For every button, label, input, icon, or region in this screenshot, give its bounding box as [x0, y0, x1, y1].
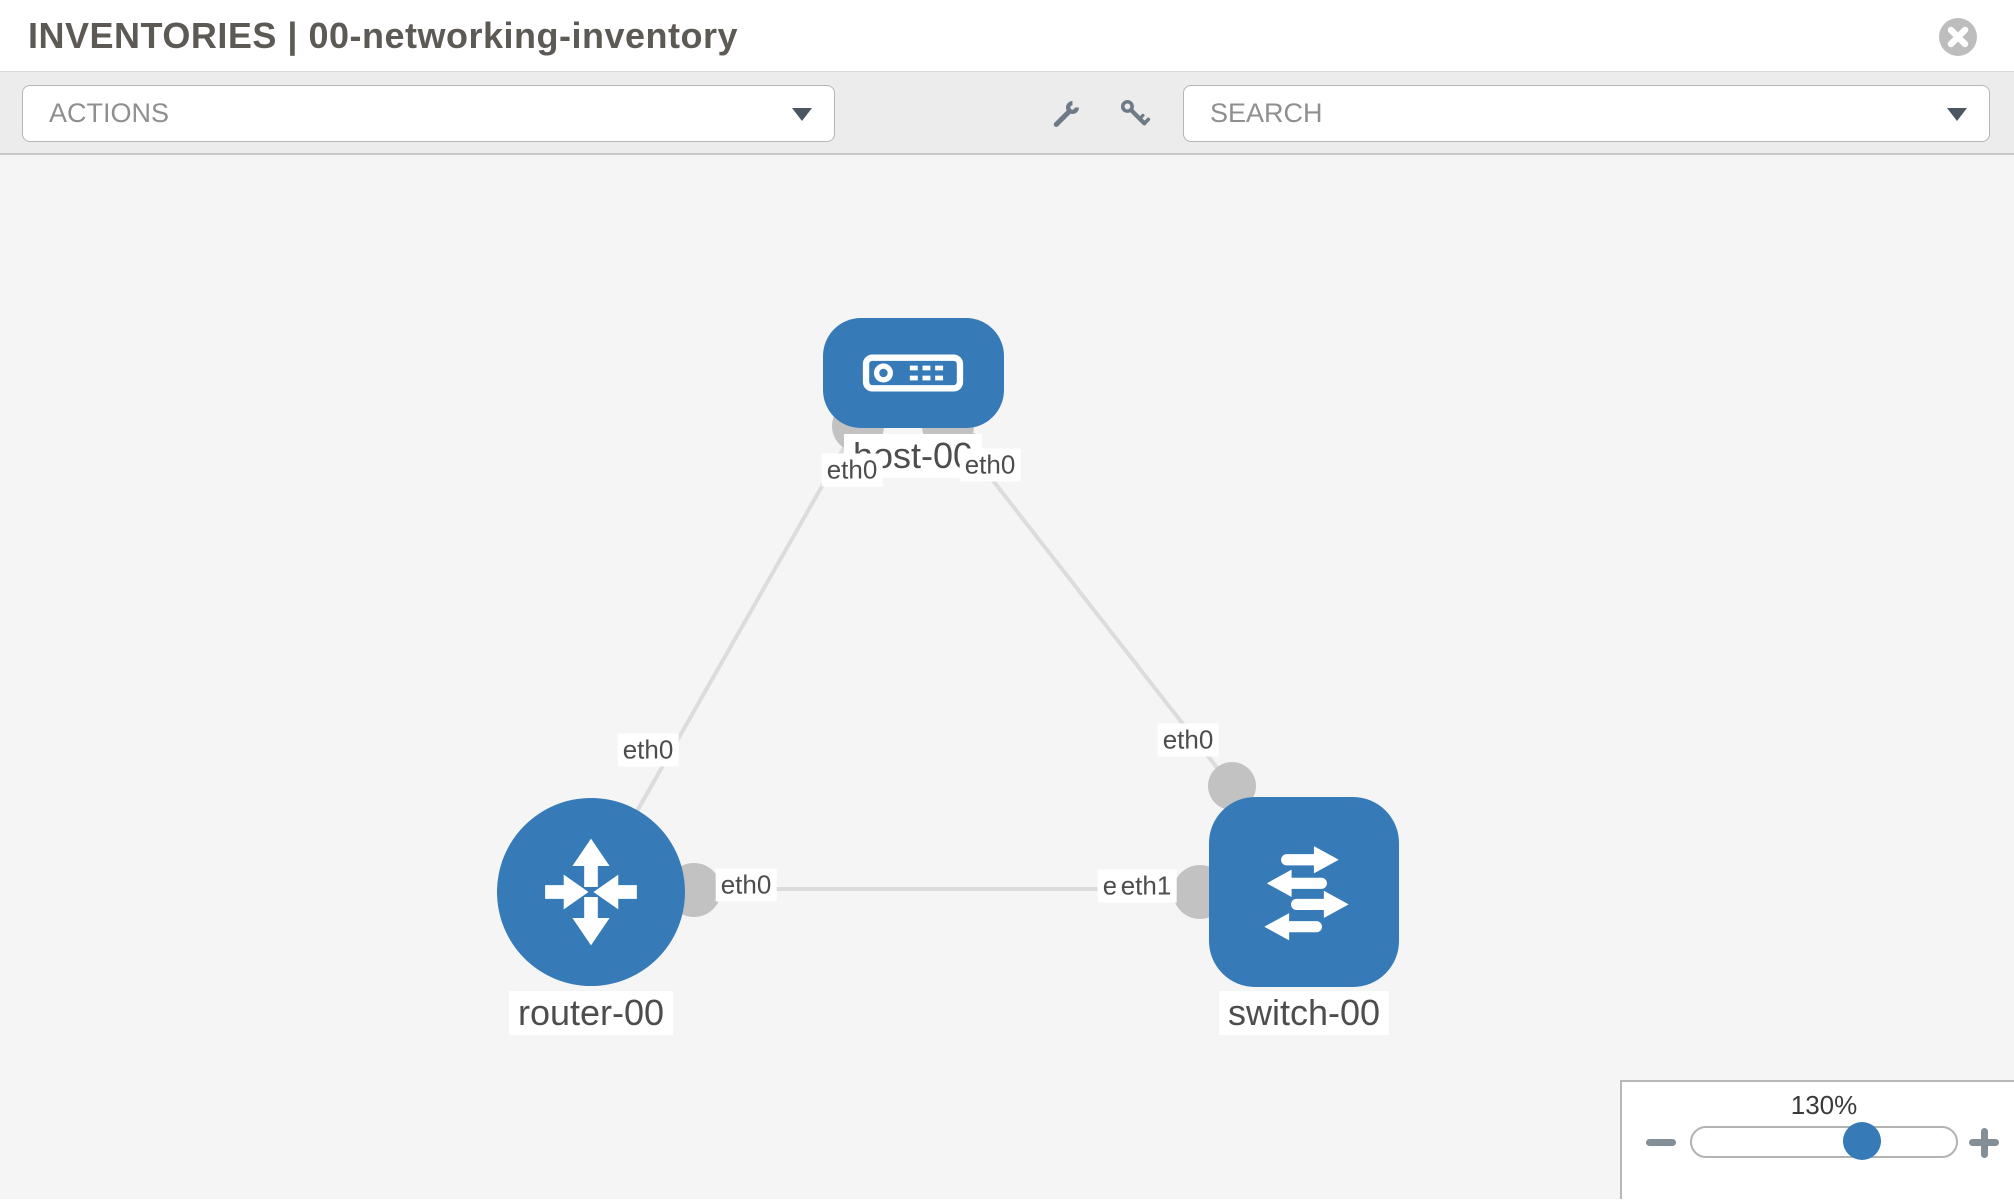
- node-label-router-00: router-00: [508, 991, 674, 1035]
- wrench-icon: [1053, 101, 1079, 127]
- zoom-slider[interactable]: [1690, 1122, 1958, 1160]
- topology-links-layer: [589, 400, 1304, 919]
- host-icon: [862, 354, 964, 392]
- chevron-down-icon: [792, 107, 812, 121]
- zoom-in-button[interactable]: [1966, 1124, 2002, 1160]
- router-icon: [545, 838, 637, 946]
- zoom-level: 130%: [1790, 1090, 1858, 1120]
- interface-label-eth0: eth0: [959, 448, 1021, 482]
- header: INVENTORIES | 00-networking-inventory: [0, 0, 2014, 72]
- node-router-00[interactable]: [497, 798, 685, 986]
- interface-label-eth0: eth0: [1157, 723, 1219, 757]
- actions-dropdown-label: ACTIONS: [49, 98, 170, 128]
- close-icon: [1939, 18, 1977, 56]
- zoom-out-button[interactable]: [1643, 1124, 1679, 1160]
- interface-label-eth0: eth0: [617, 733, 679, 767]
- search-dropdown[interactable]: SEARCH: [1183, 85, 1990, 142]
- node-host-00[interactable]: [822, 318, 1004, 428]
- zoom-panel: 130%: [1620, 1080, 2014, 1199]
- actions-dropdown[interactable]: ACTIONS: [22, 85, 835, 142]
- node-label-switch-00: switch-00: [1218, 991, 1390, 1035]
- credentials-button[interactable]: [1117, 96, 1153, 132]
- key-icon: [1120, 99, 1151, 126]
- switch-icon: [1264, 846, 1349, 941]
- node-switch-00[interactable]: [1209, 797, 1399, 987]
- zoom-slider-thumb[interactable]: [1843, 1122, 1881, 1160]
- page-title: INVENTORIES | 00-networking-inventory: [28, 14, 739, 56]
- interface-label-eth0: eth0: [821, 453, 883, 487]
- configure-button[interactable]: [1048, 96, 1084, 132]
- interface-label-eth0: eth0: [715, 868, 777, 902]
- close-button[interactable]: [1938, 17, 1978, 57]
- search-dropdown-label: SEARCH: [1210, 98, 1323, 128]
- chevron-down-icon: [1947, 107, 1967, 121]
- toolbar: ACTIONS SEARCH: [0, 72, 2014, 155]
- interface-label-eth1: eth1: [1115, 869, 1177, 903]
